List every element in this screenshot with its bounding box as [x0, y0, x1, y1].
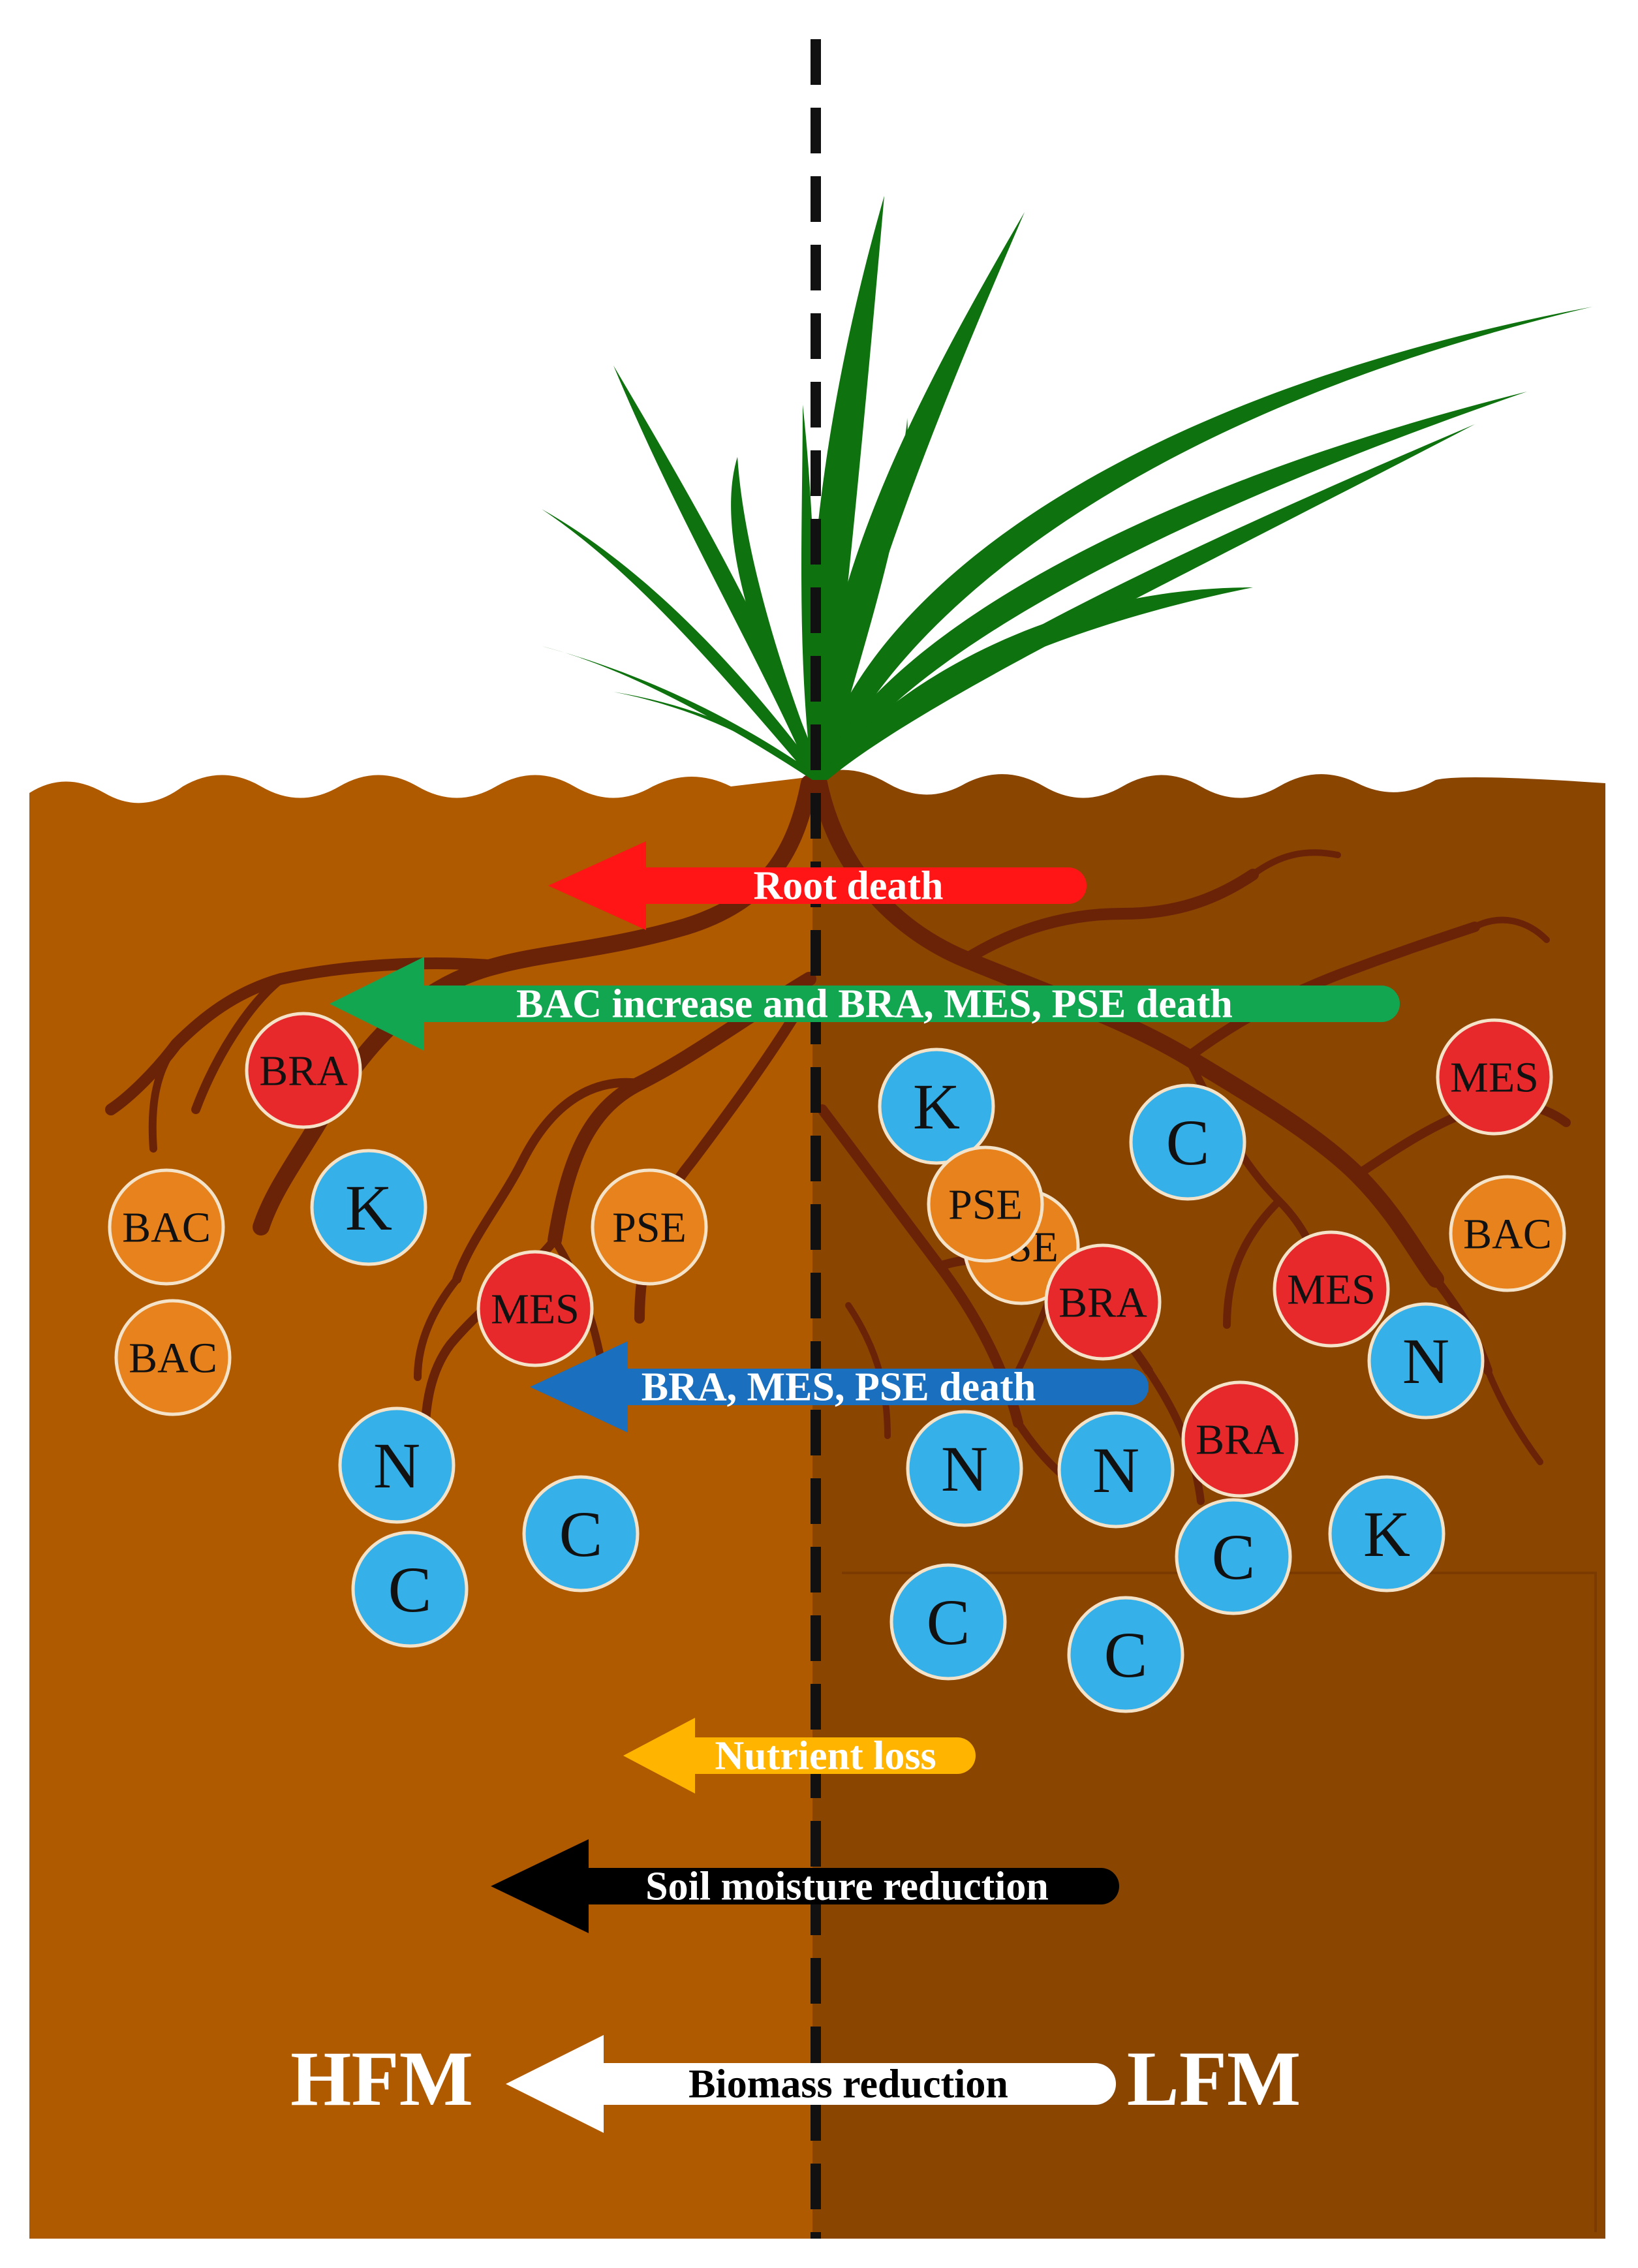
- circle-c: C: [889, 1563, 1007, 1681]
- circle-pse: PSE: [927, 1145, 1044, 1263]
- circle-mes: MES: [1436, 1018, 1553, 1136]
- circle-label: BRA: [1196, 1416, 1284, 1463]
- circle-n: N: [338, 1406, 456, 1524]
- nutrient-and-organism-circles: BRAKBACBACPSEMESNCCKCMESPSEPSEBACBRAMESN…: [108, 1012, 1566, 1713]
- circle-k: K: [1328, 1475, 1445, 1592]
- circle-label: C: [388, 1553, 432, 1626]
- circle-mes: MES: [476, 1250, 594, 1367]
- circle-shape: [310, 1149, 427, 1266]
- circle-label: PSE: [612, 1204, 687, 1251]
- arrow-shape: [623, 1718, 976, 1794]
- circle-shape: [591, 1168, 708, 1286]
- arrow-bac-increase: BAC increase and BRA, MES, PSE death: [330, 957, 1400, 1051]
- arrow-shape: [530, 1341, 1149, 1433]
- arrow-label: Soil moisture reduction: [645, 1864, 1049, 1908]
- circle-label: C: [1104, 1619, 1148, 1691]
- arrow-root-death: Root death: [548, 841, 1087, 930]
- arrow-label: BRA, MES, PSE death: [641, 1365, 1036, 1409]
- circle-shape: [1067, 1596, 1184, 1713]
- grass-plant: [542, 196, 1592, 780]
- circle-shape: [1328, 1475, 1445, 1592]
- circle-shape: [108, 1168, 225, 1286]
- circle-shape: [1367, 1302, 1485, 1420]
- circle-label: MES: [1450, 1053, 1539, 1101]
- circle-mes: MES: [1273, 1230, 1390, 1348]
- circle-shape: [245, 1012, 362, 1129]
- circle-shape: [1436, 1018, 1553, 1136]
- arrow-label: BAC increase and BRA, MES, PSE death: [516, 982, 1233, 1026]
- circle-shape: [927, 1145, 1044, 1263]
- arrow-shape: [548, 841, 1087, 930]
- circle-label: N: [941, 1433, 988, 1505]
- circle-label: N: [373, 1429, 420, 1502]
- circle-k: K: [878, 1048, 995, 1165]
- circle-bra: BRA: [1044, 1243, 1162, 1361]
- circle-shape: [351, 1530, 469, 1648]
- circle-n: N: [906, 1410, 1023, 1527]
- arrow-shape: [491, 1839, 1119, 1933]
- circle-label: PSE: [948, 1181, 1023, 1228]
- circle-label: BRA: [259, 1047, 348, 1095]
- circle-label: BAC: [129, 1334, 217, 1382]
- circle-k: K: [310, 1149, 427, 1266]
- circle-shape: [1044, 1243, 1162, 1361]
- soil-right-inner-panel: [842, 1572, 1597, 2232]
- arrow-shape: [506, 2035, 1116, 2133]
- circle-label: K: [1363, 1498, 1410, 1570]
- lfm-label: LFM: [1127, 2035, 1301, 2122]
- circle-c: C: [351, 1530, 469, 1648]
- circle-c: C: [1129, 1083, 1246, 1201]
- arrow-bra-mes-pse-death: BRA, MES, PSE death: [530, 1341, 1149, 1433]
- circle-shape: [522, 1475, 640, 1592]
- circle-label: N: [1092, 1434, 1139, 1506]
- circle-shape: [1449, 1175, 1566, 1292]
- circle-c: C: [522, 1475, 640, 1592]
- arrow-nutrient-loss: Nutrient loss: [623, 1718, 976, 1794]
- circle-bra: BRA: [1181, 1380, 1299, 1498]
- circle-label: BRA: [1059, 1279, 1147, 1326]
- arrow-biomass-reduction: Biomass reduction: [506, 2035, 1116, 2133]
- circle-bac: BAC: [108, 1168, 225, 1286]
- circle-shape: [1175, 1498, 1292, 1615]
- circle-shape: [1129, 1083, 1246, 1201]
- circle-shape: [338, 1406, 456, 1524]
- circle-pse: PSE: [591, 1168, 708, 1286]
- circle-label: C: [559, 1498, 603, 1570]
- circle-label: C: [927, 1586, 970, 1658]
- circle-label: K: [913, 1070, 960, 1143]
- circle-shape: [878, 1048, 995, 1165]
- circle-c: C: [1067, 1596, 1184, 1713]
- hfm-label: HFM: [290, 2035, 473, 2122]
- circle-shape: [1181, 1380, 1299, 1498]
- circle-shape: [114, 1299, 232, 1416]
- circle-c: C: [1175, 1498, 1292, 1615]
- circle-bra: BRA: [245, 1012, 362, 1129]
- circle-label: BAC: [122, 1204, 211, 1251]
- circle-label: BAC: [1463, 1210, 1552, 1258]
- circle-label: MES: [1287, 1266, 1376, 1313]
- arrow-shape: [330, 957, 1400, 1051]
- circle-shape: [889, 1563, 1007, 1681]
- circle-shape: [1273, 1230, 1390, 1348]
- arrow-label: Root death: [753, 863, 943, 908]
- circle-label: C: [1166, 1106, 1210, 1179]
- arrow-label: Biomass reduction: [688, 2062, 1008, 2106]
- circle-shape: [1057, 1411, 1175, 1529]
- circle-label: MES: [491, 1285, 579, 1333]
- circle-n: N: [1057, 1411, 1175, 1529]
- circle-n: N: [1367, 1302, 1485, 1420]
- circle-label: N: [1402, 1325, 1449, 1397]
- arrow-soil-moisture: Soil moisture reduction: [491, 1839, 1119, 1933]
- arrow-label: Nutrient loss: [715, 1733, 936, 1778]
- circle-label: C: [1212, 1521, 1256, 1593]
- circle-label: K: [345, 1172, 392, 1244]
- circle-shape: [476, 1250, 594, 1367]
- circle-bac: BAC: [1449, 1175, 1566, 1292]
- circle-shape: [906, 1410, 1023, 1527]
- circle-bac: BAC: [114, 1299, 232, 1416]
